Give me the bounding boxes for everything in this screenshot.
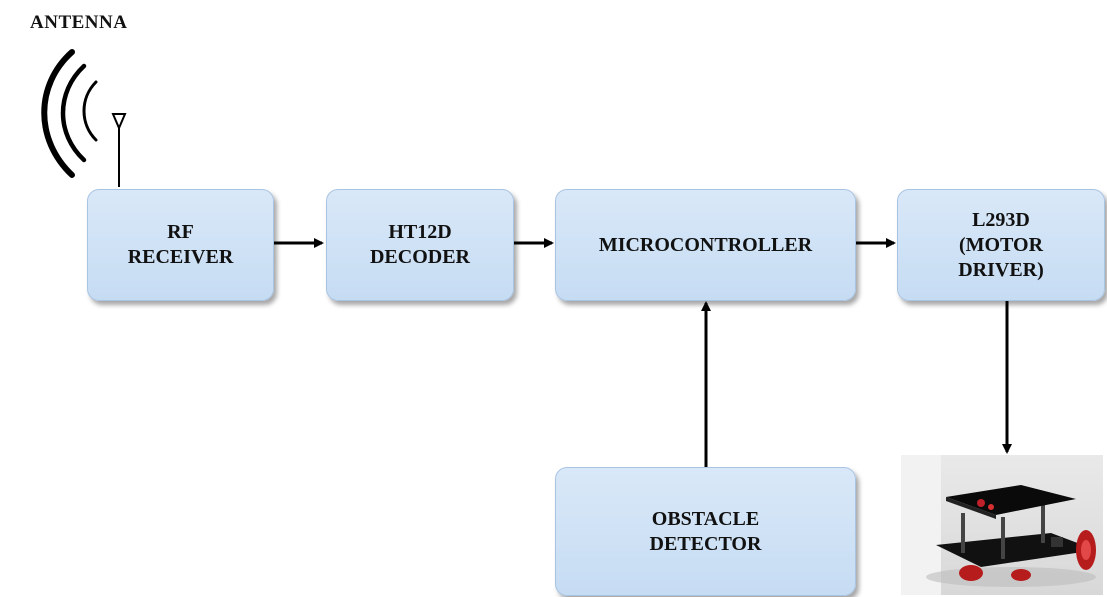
rf-receiver-block: RF RECEIVER [87,189,274,301]
obstacle-detector-block: OBSTACLE DETECTOR [555,467,856,596]
antenna-label: ANTENNA [30,12,128,33]
radio-waves-icon [41,49,98,178]
ht12d-decoder-block: HT12D DECODER [326,189,514,301]
robot-photo [901,455,1103,595]
microcontroller-block: MICROCONTROLLER [555,189,856,301]
motor-driver-block: L293D (MOTOR DRIVER) [897,189,1105,301]
antenna-icon [111,113,127,187]
